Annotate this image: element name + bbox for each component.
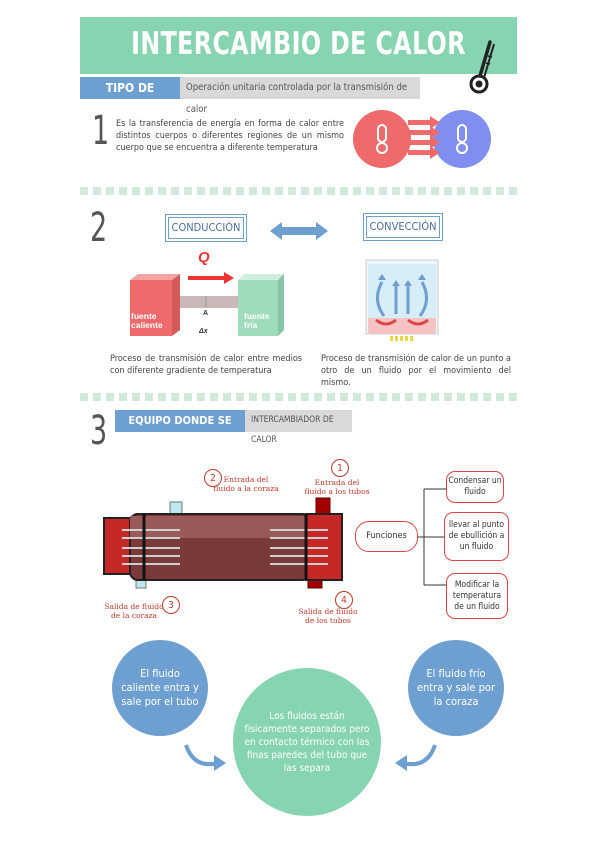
funciones-node: Funciones <box>355 521 418 552</box>
double-arrow-icon <box>270 222 328 240</box>
circle-fluido-frio: El fluido frío entra y sale por la coraz… <box>408 640 504 736</box>
title-bar <box>80 17 517 74</box>
circle-fluido-caliente: El fluido caliente entra y sale por el t… <box>112 640 208 736</box>
a-label: A <box>203 310 209 317</box>
funcion-2: llevar al punto de ebullición a un fluid… <box>444 512 509 561</box>
thermometer-icon <box>376 124 388 154</box>
callout-3: 3 <box>162 596 180 614</box>
conduction-diagram <box>130 272 284 336</box>
callout-4: 4 <box>335 591 353 609</box>
divider <box>80 187 518 195</box>
q-label: Q <box>198 249 210 266</box>
divider <box>80 393 518 401</box>
curved-arrow-icon <box>395 744 437 771</box>
thermometer-icon <box>469 40 495 94</box>
hot-source-label: fuente caliente <box>131 311 163 330</box>
tipo-desc: Operación unitaria controlada por la tra… <box>180 77 420 115</box>
section1-text: Es la transferencia de energía en forma … <box>116 119 344 153</box>
conduccion-label: CONDUCCIÓN <box>166 215 246 241</box>
conveccion-desc: Proceso de transmisión de calor de un pu… <box>321 354 511 388</box>
page-title: INTERCAMBIO DE CALOR <box>131 26 466 62</box>
convection-diagram <box>365 259 439 341</box>
label-entrada-tubos: Entrada del fluido a los tubos <box>304 478 370 496</box>
callout-1: 1 <box>331 459 349 477</box>
heat-transfer-illustration <box>353 110 491 168</box>
section-number-1: 1 <box>92 108 110 154</box>
thermometer-icon <box>456 124 468 154</box>
circle-separados: Los fluidos están físicamente separados … <box>233 668 381 816</box>
equipo-name: INTERCAMBIADOR DE CALOR <box>245 410 352 445</box>
section-number-3: 3 <box>90 408 108 454</box>
dx-label: Δx <box>199 328 208 335</box>
funciones-connector <box>416 488 446 586</box>
heat-exchanger-diagram <box>103 497 343 589</box>
callout-2: 2 <box>204 469 222 487</box>
cold-source-label: fuente fría <box>244 311 270 330</box>
label-salida-coraza: Salida de fluido de la coraza <box>104 602 164 620</box>
equipo-tag: EQUIPO DONDE SE REALIZA <box>115 410 245 449</box>
conveccion-label: CONVECCIÓN <box>364 214 442 240</box>
conduccion-desc: Proceso de transmisión de calor entre me… <box>110 354 302 376</box>
section-number-2: 2 <box>90 205 108 251</box>
label-salida-tubos: Salida de fluido de los tubos <box>298 607 358 625</box>
curved-arrow-icon <box>184 744 226 771</box>
tipo-tag: TIPO DE OPERACIÓN <box>80 77 180 117</box>
funcion-1: Condensar un fluido <box>446 471 504 503</box>
funcion-3: Modificar la temperatura de un fluido <box>446 573 508 619</box>
label-entrada-coraza: Entrada del fluido a la coraza <box>213 475 279 493</box>
